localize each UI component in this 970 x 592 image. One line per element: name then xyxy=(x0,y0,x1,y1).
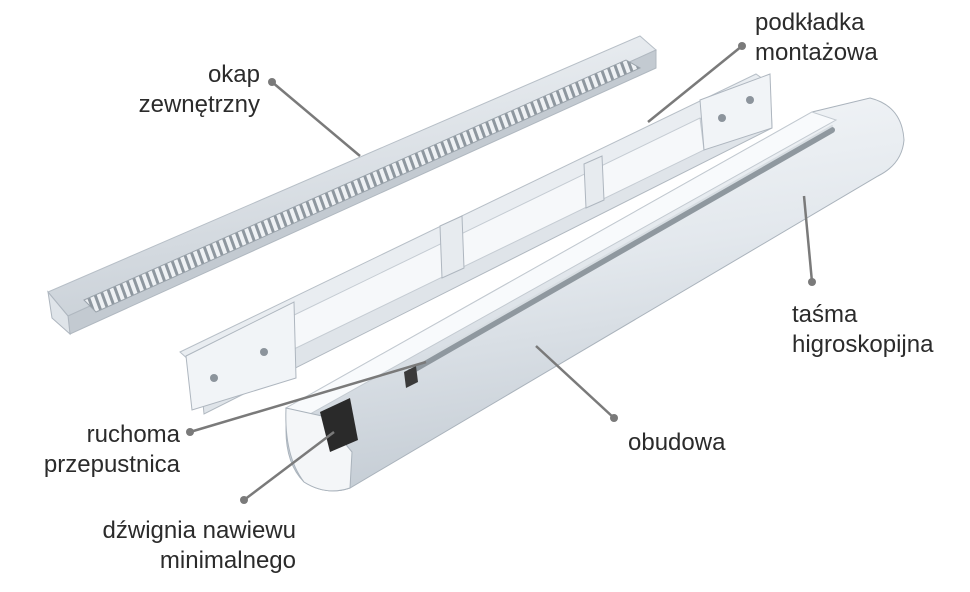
label-outer-hood: okap zewnętrzny xyxy=(112,60,260,120)
label-hygroscopic-tape: taśma higroskopijna xyxy=(792,300,933,360)
label-mounting-plate-line2: montażowa xyxy=(755,39,878,66)
label-housing: obudowa xyxy=(628,428,725,458)
label-hygroscopic-tape-line2: higroskopijna xyxy=(792,331,934,358)
leader-podkladka xyxy=(647,45,743,123)
label-min-airflow-lever-line1: dźwignia nawiewu xyxy=(102,517,296,544)
mounting-plate xyxy=(179,73,773,415)
label-hygroscopic-tape-line1: taśma xyxy=(792,301,858,328)
label-min-airflow-lever-line2: minimalnego xyxy=(159,547,296,574)
leader-ruchoma xyxy=(189,360,427,434)
label-outer-hood-line1: okap xyxy=(207,61,260,88)
leader-dzwignia xyxy=(243,431,335,501)
leader-tasma xyxy=(802,195,814,283)
label-min-airflow-lever: dźwignia nawiewu minimalnego xyxy=(40,516,296,576)
label-movable-damper-line2: przepustnica xyxy=(43,451,180,478)
leader-obudowa xyxy=(535,345,615,419)
leader-okap xyxy=(271,81,361,157)
label-mounting-plate: podkładka montażowa xyxy=(755,8,878,68)
label-housing-line1: obudowa xyxy=(628,429,726,456)
housing xyxy=(284,97,905,492)
label-movable-damper-line1: ruchoma xyxy=(86,421,180,448)
label-outer-hood-line2: zewnętrzny xyxy=(138,91,260,118)
leader-lines xyxy=(186,42,816,504)
outer-hood xyxy=(47,35,657,336)
label-movable-damper: ruchoma przepustnica xyxy=(10,420,180,480)
label-mounting-plate-line1: podkładka xyxy=(755,9,865,36)
